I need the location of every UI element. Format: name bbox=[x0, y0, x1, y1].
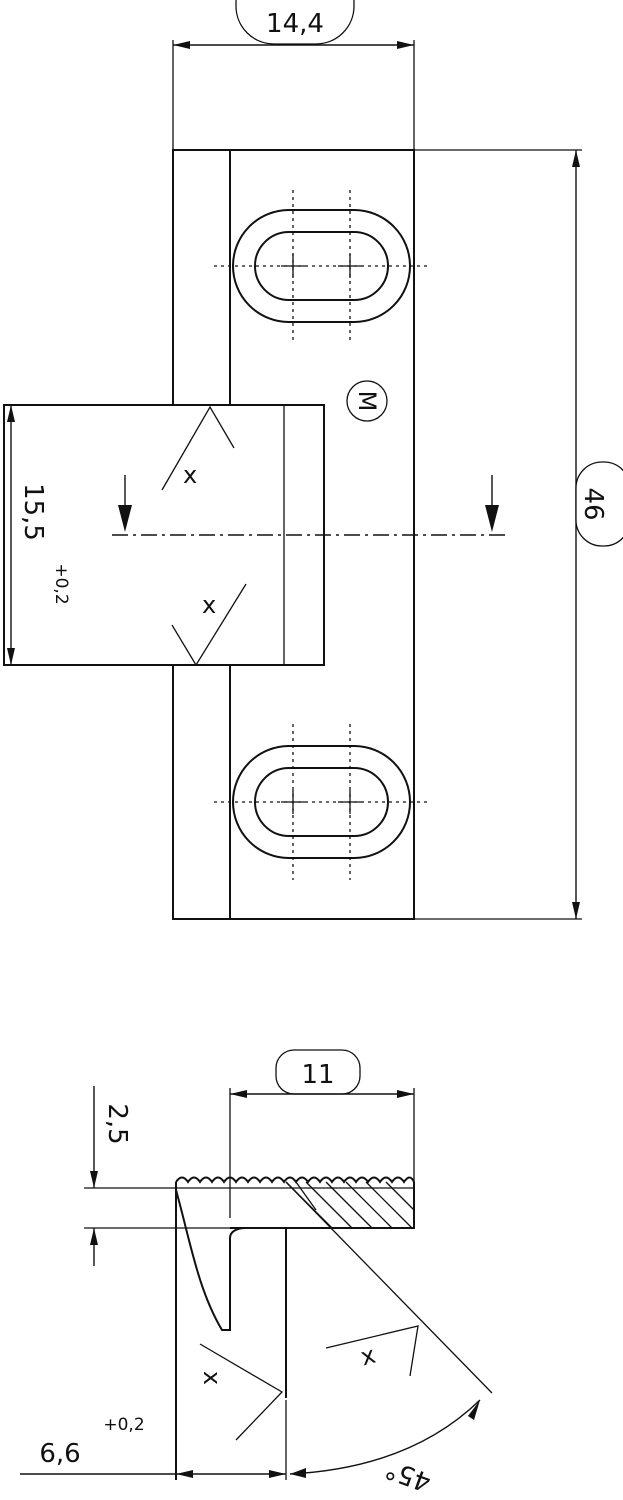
svg-text:x: x bbox=[183, 461, 197, 489]
angle-line bbox=[285, 1181, 493, 1394]
svg-text:2,5: 2,5 bbox=[102, 1103, 132, 1144]
dim-slot-15-5: 15,5 +0,2 bbox=[7, 405, 71, 665]
svg-text:11: 11 bbox=[301, 1060, 334, 1090]
slot-top bbox=[214, 190, 428, 342]
surface-mark-right: x bbox=[325, 1325, 419, 1377]
surface-mark-upper: x bbox=[161, 405, 235, 491]
dim-height-46: 46 bbox=[414, 149, 623, 920]
svg-text:6,6: 6,6 bbox=[39, 1439, 80, 1469]
slot-bottom bbox=[214, 724, 428, 880]
profile-outline bbox=[175, 1182, 415, 1480]
top-view: M x x 14,4 bbox=[3, 0, 623, 920]
surface-mark-left: x bbox=[198, 1343, 284, 1441]
svg-text:x: x bbox=[198, 1371, 226, 1385]
svg-text:+0,2: +0,2 bbox=[103, 1415, 144, 1435]
dim-width-14-4: 14,4 bbox=[172, 0, 415, 150]
svg-text:x: x bbox=[202, 591, 216, 619]
svg-text:M: M bbox=[353, 391, 381, 412]
svg-text:46: 46 bbox=[578, 487, 608, 520]
svg-text:+0,2: +0,2 bbox=[51, 563, 71, 604]
svg-text:45°: 45° bbox=[382, 1453, 436, 1497]
dim-gap-6-6: 6,6 +0,2 bbox=[20, 1390, 287, 1480]
svg-text:x: x bbox=[358, 1341, 379, 1372]
stamp-m: M bbox=[346, 380, 388, 422]
section-cut-line bbox=[112, 475, 508, 536]
serrated-edge bbox=[175, 1176, 415, 1184]
section-hatching bbox=[285, 1181, 415, 1229]
dim-width-11: 11 bbox=[229, 1049, 415, 1218]
svg-text:15,5: 15,5 bbox=[18, 483, 48, 541]
svg-text:14,4: 14,4 bbox=[266, 9, 324, 39]
dim-depth-2-5: 2,5 bbox=[84, 1086, 230, 1266]
surface-mark-lower: x bbox=[171, 583, 247, 667]
angle-arc bbox=[289, 1399, 481, 1475]
section-view: 45° x x 11 2,5 bbox=[20, 1049, 493, 1497]
